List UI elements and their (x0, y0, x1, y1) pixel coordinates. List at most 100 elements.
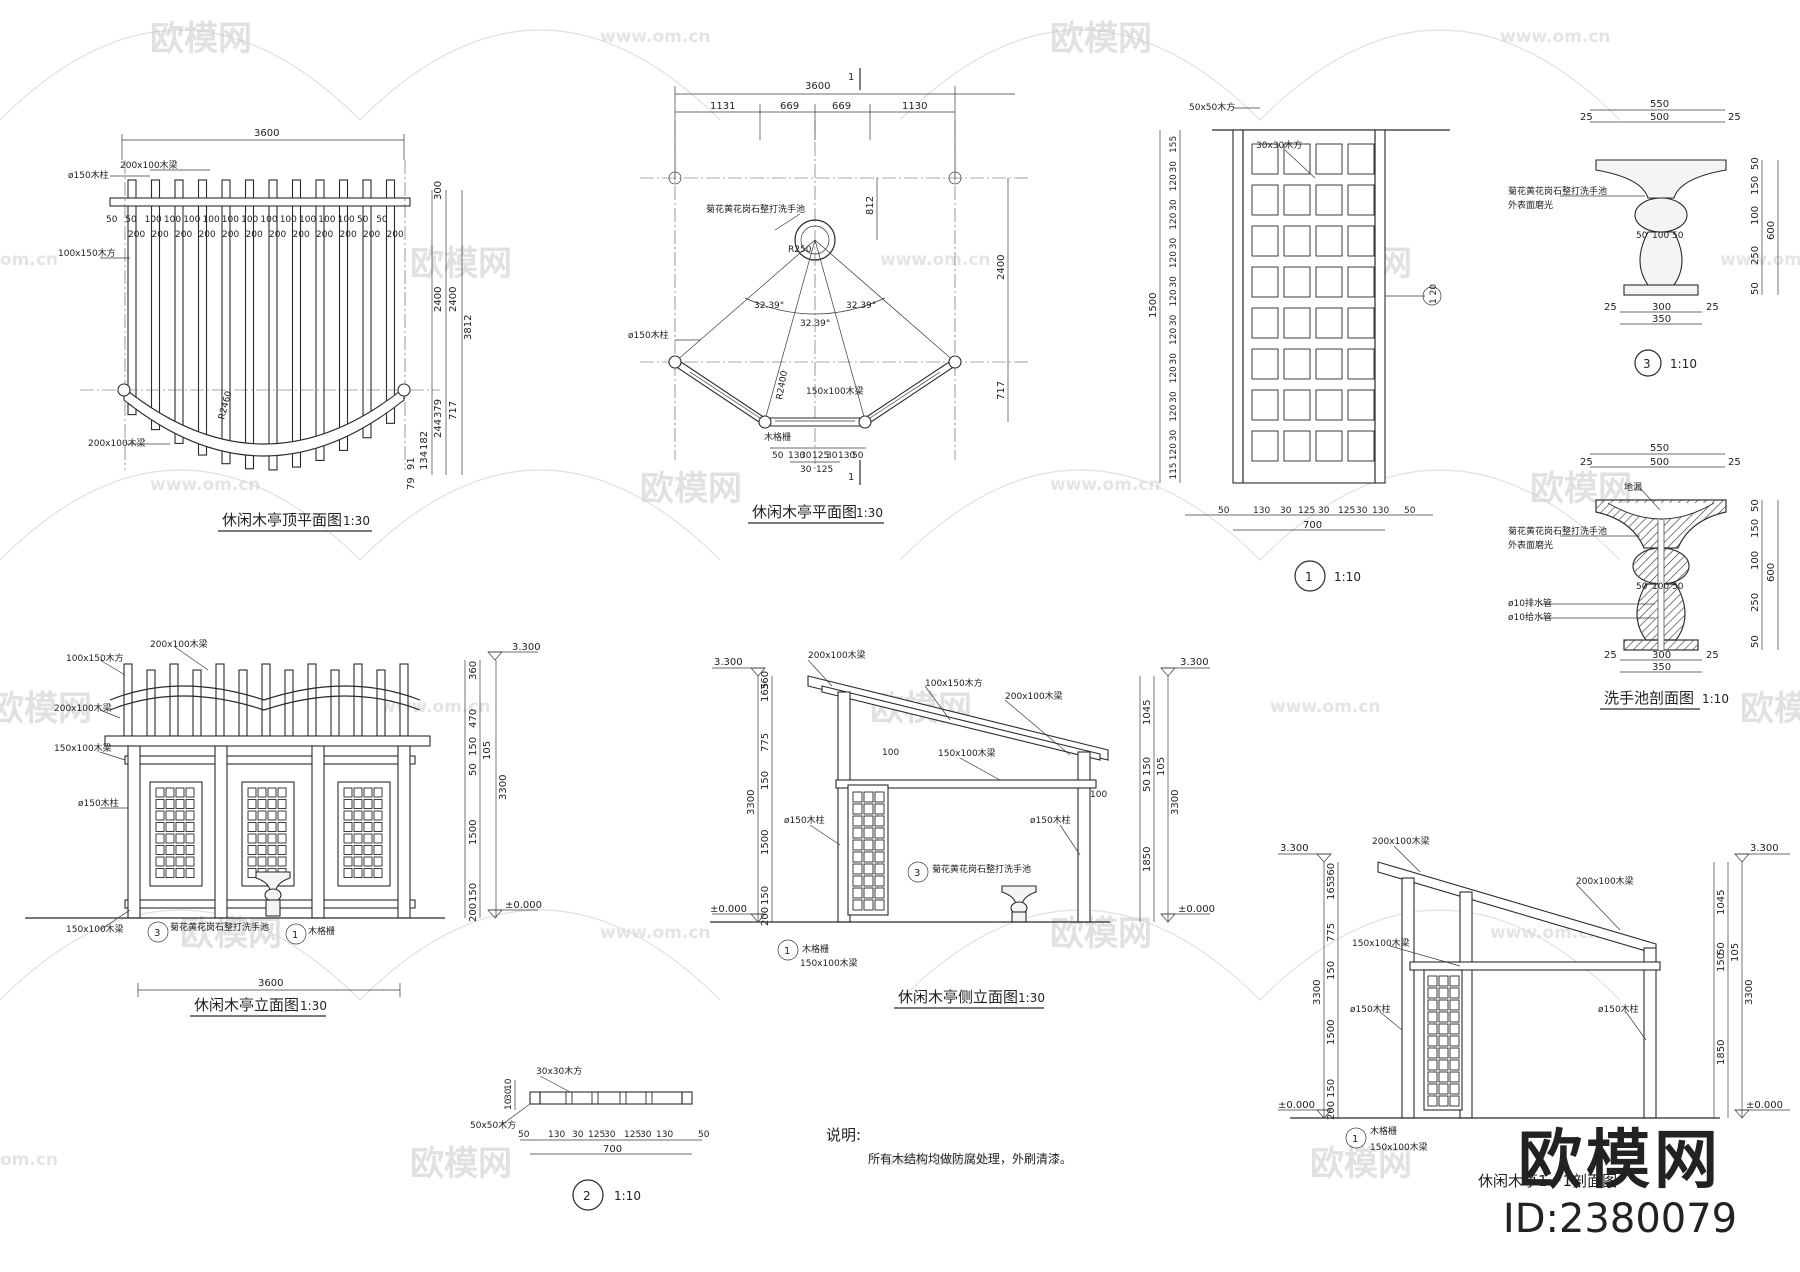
front-lattice-cell (353, 822, 363, 832)
fe-label-purlin: 100x150木方 (66, 652, 124, 664)
floor-overall-dim: 3600 (805, 81, 830, 92)
bs-b300: 300 (1652, 650, 1671, 661)
leader (807, 659, 833, 687)
d1-left-dims: 1553012030120301203012030120301203012030… (1169, 136, 1179, 480)
side-lattice-cell (852, 851, 863, 863)
section-elev-title: 休闲木亭1－1剖面图 (1478, 1172, 1617, 1190)
label-column: ø150木柱 (628, 329, 669, 341)
angle-1: 32.39° (754, 301, 784, 311)
sec-label-beam1: 200x100木梁 (1372, 835, 1430, 847)
roof-dim-top: 100 (145, 215, 162, 225)
watermark-url: www.om.cn (1500, 27, 1611, 47)
side-elev-scale: 1:30 (1018, 991, 1045, 1005)
roof-dim-bottom: 200 (199, 230, 216, 240)
front-basin-pedestal (265, 899, 281, 917)
leader (1575, 883, 1621, 931)
section-mark-top: 1 (848, 72, 854, 83)
leader (959, 757, 1001, 781)
lattice-cell (1283, 225, 1311, 257)
sec-l1: 360 (1326, 863, 1337, 882)
d3-r1: 50 (1750, 157, 1761, 170)
sec-lattice-cell (1427, 999, 1438, 1011)
lattice-cell (1347, 225, 1375, 257)
se-l4: 150 (760, 771, 771, 790)
lattice-cell (1283, 184, 1311, 216)
se-label-sill: 150x100木梁 (800, 957, 858, 969)
d1-left-dim: 120 (1169, 328, 1179, 345)
front-lattice-cell (343, 856, 353, 867)
bs-r6: 600 (1766, 563, 1777, 582)
sec-r6: 3300 (1744, 980, 1755, 1005)
side-lattice-cell (874, 791, 885, 803)
label-radius: R2460 (217, 390, 234, 421)
d2-bottom-dim: 130 (548, 1130, 565, 1140)
fe-label-sill: 150x100木梁 (66, 923, 124, 935)
se-r4: 105 (1156, 757, 1167, 776)
watermark-brand: 欧模网 (1050, 914, 1152, 954)
watermark-url: www.om.cn (600, 27, 711, 47)
side-lattice-cell (852, 803, 863, 815)
fe-elev-zero: ±0.000 (505, 900, 542, 911)
roof-rafter (268, 179, 278, 471)
d1-overall: 700 (1303, 520, 1322, 531)
label-frame: 50x50木方 (1189, 101, 1235, 113)
d3-scale: 1:10 (1670, 357, 1697, 371)
front-lattice-cell (277, 822, 287, 832)
front-lattice-cell (343, 868, 353, 878)
front-curved-beam-lower (109, 695, 421, 711)
sec-label-sill: 150x100木梁 (1370, 1141, 1428, 1153)
column-post (858, 415, 872, 429)
d2-l3: 10 (504, 1098, 514, 1110)
side-lattice-cell (852, 887, 863, 899)
elev-marker (487, 651, 503, 661)
sec-lattice-cell (1449, 1023, 1460, 1035)
floor-dim-812: 812 (865, 196, 876, 215)
sec-lattice-cell (1427, 1035, 1438, 1047)
se-label-column-r: ø150木柱 (1030, 814, 1071, 826)
lattice-cell (1283, 307, 1311, 339)
lattice-cell (1251, 266, 1279, 298)
floor-dim-bottom: 130 (788, 451, 805, 461)
sec-lattice-cell (1449, 1011, 1460, 1023)
roof-dim-top: 100 (183, 215, 200, 225)
floor-dim-bottom: 30 (800, 451, 812, 461)
sec-l4: 150 (1326, 961, 1337, 980)
se-r5: 1850 (1142, 847, 1153, 872)
basin-bowl (1595, 159, 1727, 199)
sec-panel-frame (1423, 969, 1463, 1111)
front-rafter (169, 663, 179, 737)
section-elevation-drawing: 360 165 775 150 1500 150 200 3300 1045 5… (1278, 835, 1790, 1190)
d2-scale: 1:10 (614, 1189, 641, 1203)
sec-lattice-cell (1438, 1047, 1449, 1059)
front-elev-title: 休闲木亭立面图 (194, 996, 299, 1014)
front-lattice-cell (175, 845, 185, 855)
sec-column (1643, 947, 1657, 1119)
d3-b300: 300 (1652, 302, 1671, 313)
sec-label-beam2: 200x100木梁 (1576, 875, 1634, 887)
front-lattice-cell (267, 810, 277, 821)
bs-r4: 250 (1750, 593, 1761, 612)
fe-label-column: ø150木柱 (78, 797, 119, 809)
sec-lattice-cell (1427, 1083, 1438, 1095)
sec-lattice-cell (1438, 1083, 1449, 1095)
front-lattice-cell (165, 810, 175, 821)
se-elev-zero-l: ±0.000 (710, 904, 747, 915)
floor-dim-bottom-2: 30 (800, 465, 812, 475)
front-lattice-cell (343, 833, 353, 844)
d1-bottom-dim: 130 (1253, 506, 1270, 516)
front-lattice-cell (267, 833, 277, 844)
d1-bottom-dim: 125 (1338, 506, 1355, 516)
d1-left-dim: 30 (1169, 430, 1179, 442)
sec-elev-zero-l: ±0.000 (1278, 1100, 1315, 1111)
roof-rafter (221, 179, 231, 465)
front-rafter (330, 669, 340, 737)
front-lattice-cell (155, 787, 165, 798)
bs-r2: 150 (1750, 519, 1761, 538)
d1-bottom-dim: 30 (1356, 506, 1368, 516)
front-lattice-cell (277, 799, 287, 809)
roof-dim-79: 79 (406, 477, 417, 490)
side-lattice-cell (874, 803, 885, 815)
roof-rafter (197, 179, 208, 456)
floor-dim-bottom: 30 (826, 451, 838, 461)
